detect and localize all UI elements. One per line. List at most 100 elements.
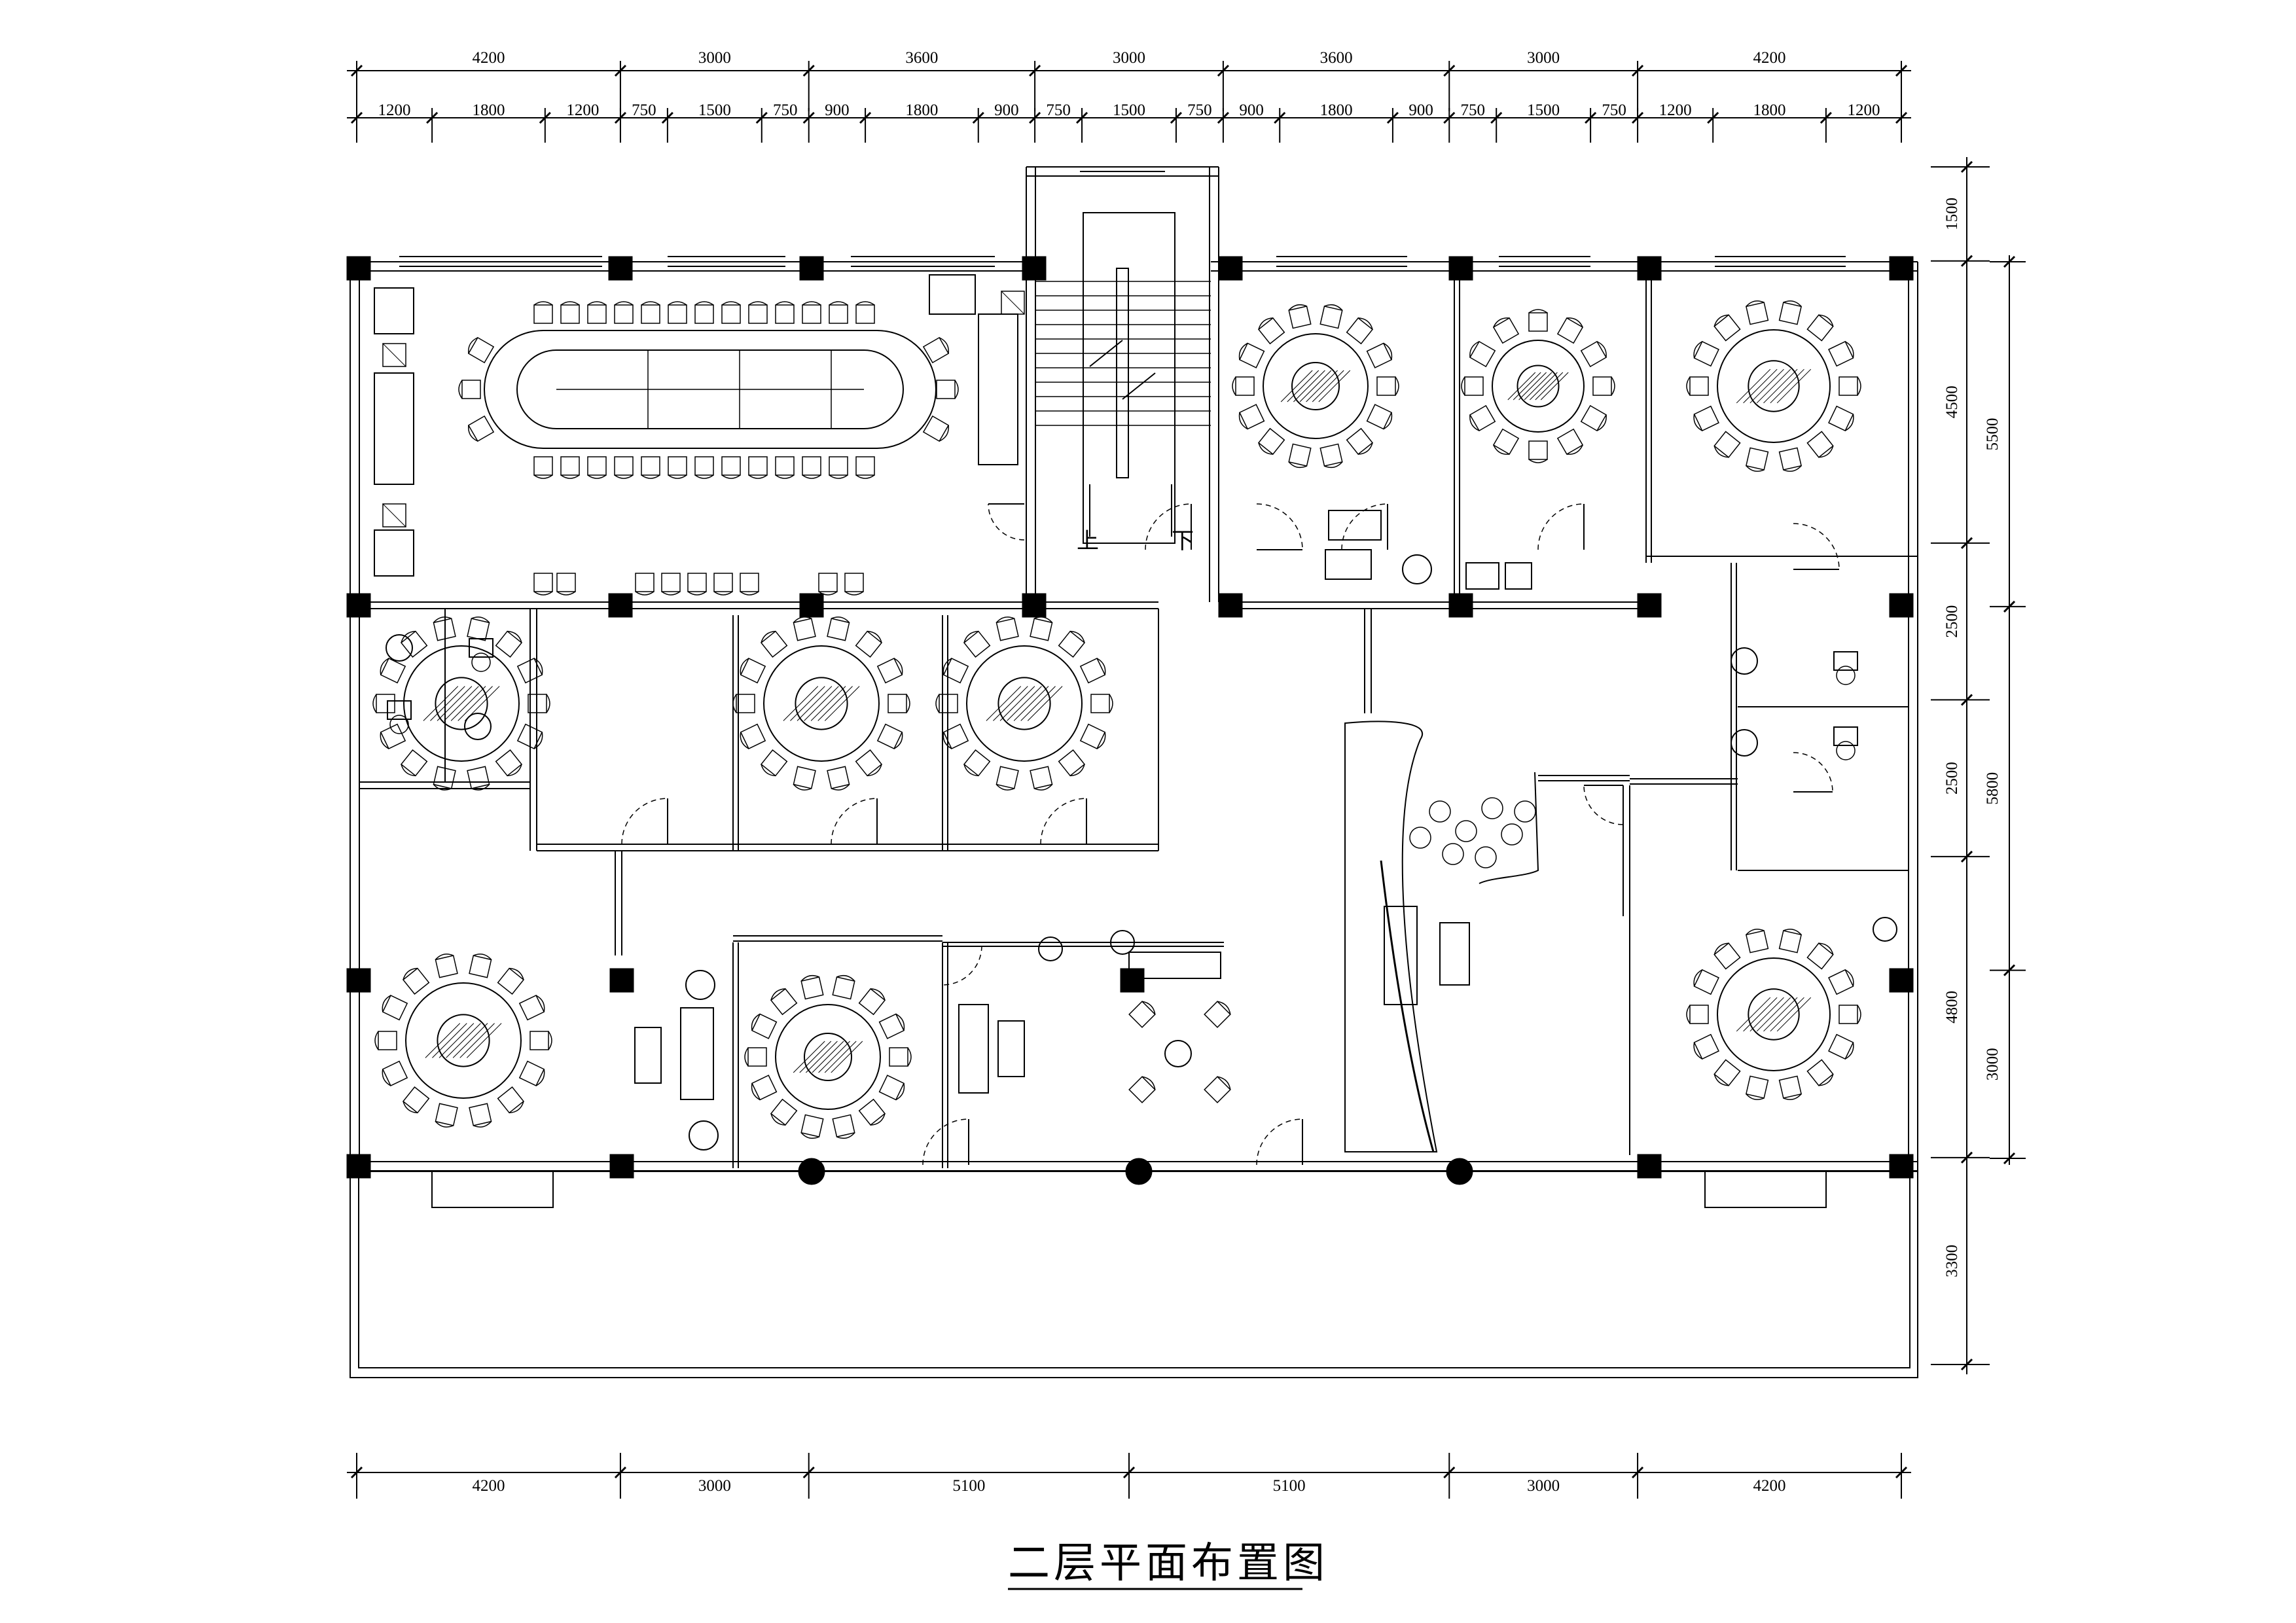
dimension-tick [350, 64, 363, 77]
toilet-bowl [389, 715, 409, 734]
chair-back [895, 1013, 905, 1031]
plant [1110, 930, 1135, 955]
column [346, 968, 371, 993]
chair-back [382, 1069, 391, 1086]
stair-handrail [1116, 268, 1129, 478]
dimension-label: 1800 [1320, 101, 1353, 119]
chair-seat [467, 766, 490, 789]
chair-back [1713, 1074, 1729, 1086]
chair-back [1217, 1001, 1231, 1015]
column [1637, 1154, 1662, 1179]
door-swing [1256, 503, 1303, 550]
chair [1079, 657, 1106, 684]
dimension-tick [802, 111, 815, 124]
hatch [804, 686, 839, 721]
dimension-tick [972, 111, 984, 124]
chair [888, 694, 910, 713]
dimension-label: 3000 [698, 1477, 731, 1495]
chair [469, 1103, 492, 1128]
sofa [1325, 549, 1372, 580]
chair-seat [1079, 657, 1106, 684]
dimension-label: 3600 [1320, 49, 1353, 67]
chair-seat [1556, 317, 1584, 344]
chair [1693, 1033, 1719, 1060]
hatch [993, 686, 1028, 721]
chair-seat [1239, 342, 1265, 368]
chair-seat [1693, 1033, 1719, 1060]
chair-seat [1556, 428, 1584, 455]
chair-seat [751, 1013, 778, 1039]
chair-back [374, 1031, 379, 1050]
chair-seat [800, 976, 824, 1000]
dimension-tick [859, 111, 872, 124]
chair-seat [467, 336, 495, 364]
column [1889, 1154, 1914, 1179]
chair-back [1288, 304, 1307, 311]
chair-back [1566, 444, 1583, 455]
hatch [1776, 368, 1812, 404]
chair-back [1844, 969, 1854, 987]
hatch [450, 686, 486, 721]
sofa [680, 1007, 714, 1100]
chair-seat [587, 304, 607, 324]
chair-seat [461, 380, 481, 399]
dimension-label: 5100 [1273, 1477, 1306, 1495]
chair-back [1493, 317, 1510, 328]
column [1637, 256, 1662, 281]
chair-seat [770, 988, 798, 1016]
structural-columns [346, 256, 1914, 1185]
chair [832, 974, 855, 1000]
chair-back [800, 1132, 819, 1139]
chair-back [1141, 1076, 1156, 1090]
dimension-tick [1170, 111, 1183, 124]
chair-back [1217, 1076, 1231, 1090]
chair [1745, 929, 1769, 954]
chair-back [831, 616, 850, 623]
chair-seat [1204, 1076, 1231, 1103]
dimension-tick [1895, 111, 1908, 124]
stair-up-label: 上 [1077, 529, 1099, 554]
dimension-tick [1960, 1151, 1973, 1164]
chair-back [761, 630, 776, 643]
shrub [1455, 820, 1477, 842]
chair-back [1713, 446, 1729, 458]
chair-seat [855, 456, 875, 476]
reception-shelf [1128, 952, 1221, 979]
chair-seat [402, 967, 430, 995]
chair-back [1713, 942, 1729, 955]
chair-seat [1492, 428, 1520, 455]
hatch [810, 686, 846, 721]
chair-seat [996, 618, 1019, 641]
chair-back [721, 474, 741, 479]
chair-back [1844, 341, 1854, 359]
chair-seat [1745, 930, 1769, 954]
column [1889, 256, 1914, 281]
chair-seat [736, 694, 755, 713]
chair [855, 301, 875, 324]
chair [802, 301, 821, 324]
chair [829, 301, 848, 324]
chair-back [744, 1047, 749, 1067]
chair-back [963, 764, 978, 777]
dimension-tick [614, 64, 626, 77]
round-table [403, 645, 520, 762]
chair-back [1693, 414, 1703, 431]
shrub [1442, 843, 1464, 865]
door-swing [942, 945, 982, 986]
chair-back [855, 301, 875, 306]
chair-back [546, 694, 550, 713]
chair-back [935, 694, 940, 713]
hatch [986, 686, 1022, 721]
chair-seat [939, 694, 958, 713]
chair [497, 1086, 525, 1114]
round-table [1717, 957, 1831, 1071]
chair-seat [747, 1047, 767, 1067]
plant [1038, 936, 1063, 961]
chair [1366, 404, 1393, 430]
hatch [797, 686, 833, 721]
door-swing [922, 1118, 969, 1166]
plant [1873, 917, 1897, 942]
door-swing [1793, 523, 1840, 570]
hatch [1756, 368, 1791, 404]
chair-back [1693, 969, 1703, 987]
